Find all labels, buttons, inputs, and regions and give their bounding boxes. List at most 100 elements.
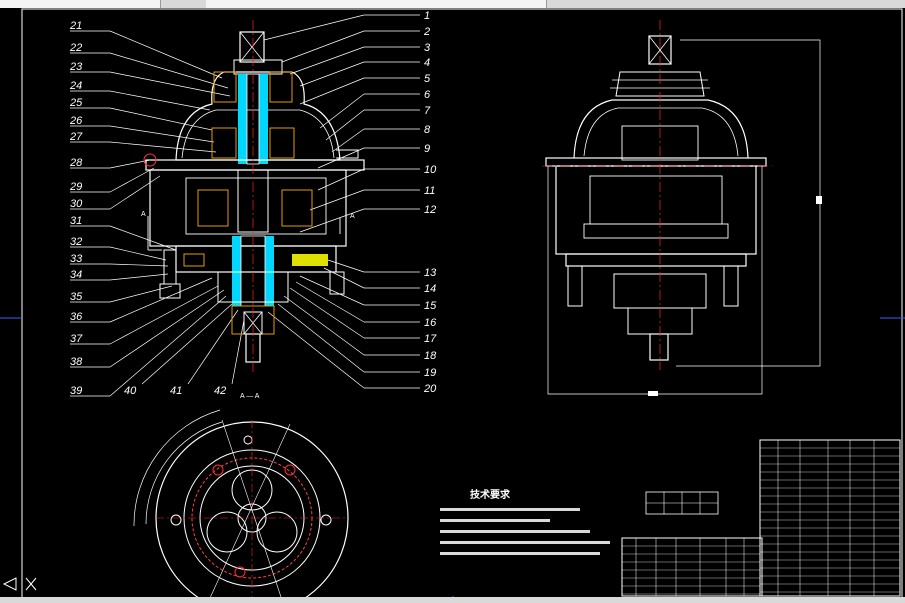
part-label: 31: [70, 215, 82, 227]
part-label: 1: [424, 10, 430, 22]
leaders-left: [70, 30, 245, 397]
ext-bolt-right: [723, 265, 739, 307]
aa-planet-2: [206, 511, 248, 553]
upper-housing: [175, 71, 341, 161]
technical-requirements: 技术要求: [440, 488, 610, 555]
section-mark-right: A: [350, 213, 355, 220]
leader-line: [109, 30, 223, 79]
leader-line: [109, 107, 213, 131]
leader-line: [331, 128, 365, 153]
part-label: 3: [424, 42, 431, 54]
part-label: 40: [124, 385, 137, 397]
shaft-right: [259, 74, 268, 164]
part-label: 24: [69, 80, 82, 92]
shaft-top-square: [239, 31, 265, 63]
external-view: [542, 20, 822, 396]
part-label: 35: [70, 291, 83, 303]
window-toolbar: [0, 0, 905, 8]
part-label: 5: [424, 73, 431, 85]
part-label: 19: [424, 367, 436, 379]
leader-line: [109, 52, 229, 89]
leader-line: [109, 273, 169, 281]
part-label: 14: [424, 283, 436, 295]
status-bar: [0, 597, 905, 603]
leader-line: [299, 77, 365, 105]
aa-planet-3: [256, 511, 298, 553]
leader-line: [327, 259, 365, 273]
leader-line: [319, 93, 365, 129]
part-label: 32: [70, 236, 82, 248]
part-label: 16: [424, 317, 437, 329]
part-label: 27: [69, 131, 83, 143]
bush-right: [269, 71, 293, 103]
leader-line: [299, 61, 365, 87]
leader-line: [289, 287, 365, 339]
part-label: 22: [69, 42, 82, 54]
planet-gear-right: [281, 189, 313, 227]
height-dimension: [676, 39, 821, 367]
leader-line: [109, 285, 173, 303]
ext-dome: [573, 99, 749, 159]
leader-line: [281, 30, 365, 63]
leader-line: [109, 125, 215, 143]
part-label: 30: [70, 198, 83, 210]
part-label: 42: [214, 385, 226, 397]
part-label: 33: [70, 253, 83, 265]
part-label: 15: [424, 300, 437, 312]
leader-line: [109, 90, 211, 111]
ucs-icon: [2, 577, 37, 591]
toolbar-segment[interactable]: [206, 0, 547, 8]
part-label: 41: [170, 385, 182, 397]
bush-left: [213, 71, 237, 103]
part-label: 12: [424, 204, 436, 216]
leader-line: [317, 168, 365, 191]
leader-line: [109, 285, 219, 345]
leader-line: [309, 189, 365, 211]
part-label: 28: [69, 157, 83, 169]
flange: [145, 159, 365, 171]
leader-line: [109, 175, 161, 210]
section-mark-left: A: [141, 211, 146, 218]
section-view-label: A — A: [240, 393, 260, 400]
part-label: 23: [69, 61, 83, 73]
part-label: 21: [69, 20, 82, 32]
main-section-view: A A A — A 123456789101112131415161718192…: [69, 10, 437, 400]
part-label: 18: [424, 350, 437, 362]
part-label: 9: [424, 143, 430, 155]
leader-line: [109, 167, 155, 193]
toolbar-segment[interactable]: [0, 0, 161, 8]
leader-line: [289, 46, 365, 75]
section-a-a-view: [133, 409, 349, 603]
leader-line: [267, 311, 365, 389]
title-block: [621, 439, 901, 597]
leader-line: [187, 309, 239, 385]
leader-line: [283, 295, 365, 356]
title-block-main: [621, 537, 763, 597]
ext-bolt-left: [567, 265, 583, 307]
part-label: 34: [70, 269, 82, 281]
part-label: 11: [424, 185, 435, 197]
part-label: 26: [69, 115, 83, 127]
leader-line: [299, 208, 365, 233]
leader-line: [325, 109, 365, 141]
leader-line: [109, 141, 217, 153]
part-label: 38: [70, 356, 83, 368]
bolt-left: [163, 249, 177, 285]
leader-line: [295, 281, 365, 323]
part-label: 20: [423, 383, 437, 395]
lower-shaft-left: [232, 236, 241, 306]
ext-output-shaft: [649, 333, 669, 361]
part-label: 2: [423, 26, 430, 38]
planet-gear-left: [197, 189, 229, 227]
shaft-left: [238, 74, 247, 164]
leaders-right: [263, 14, 420, 389]
gear-chamber: [185, 177, 327, 235]
brake-band: [292, 254, 328, 266]
part-label: 6: [424, 89, 431, 101]
leader-line: [141, 303, 233, 385]
bolt-right: [329, 271, 345, 295]
